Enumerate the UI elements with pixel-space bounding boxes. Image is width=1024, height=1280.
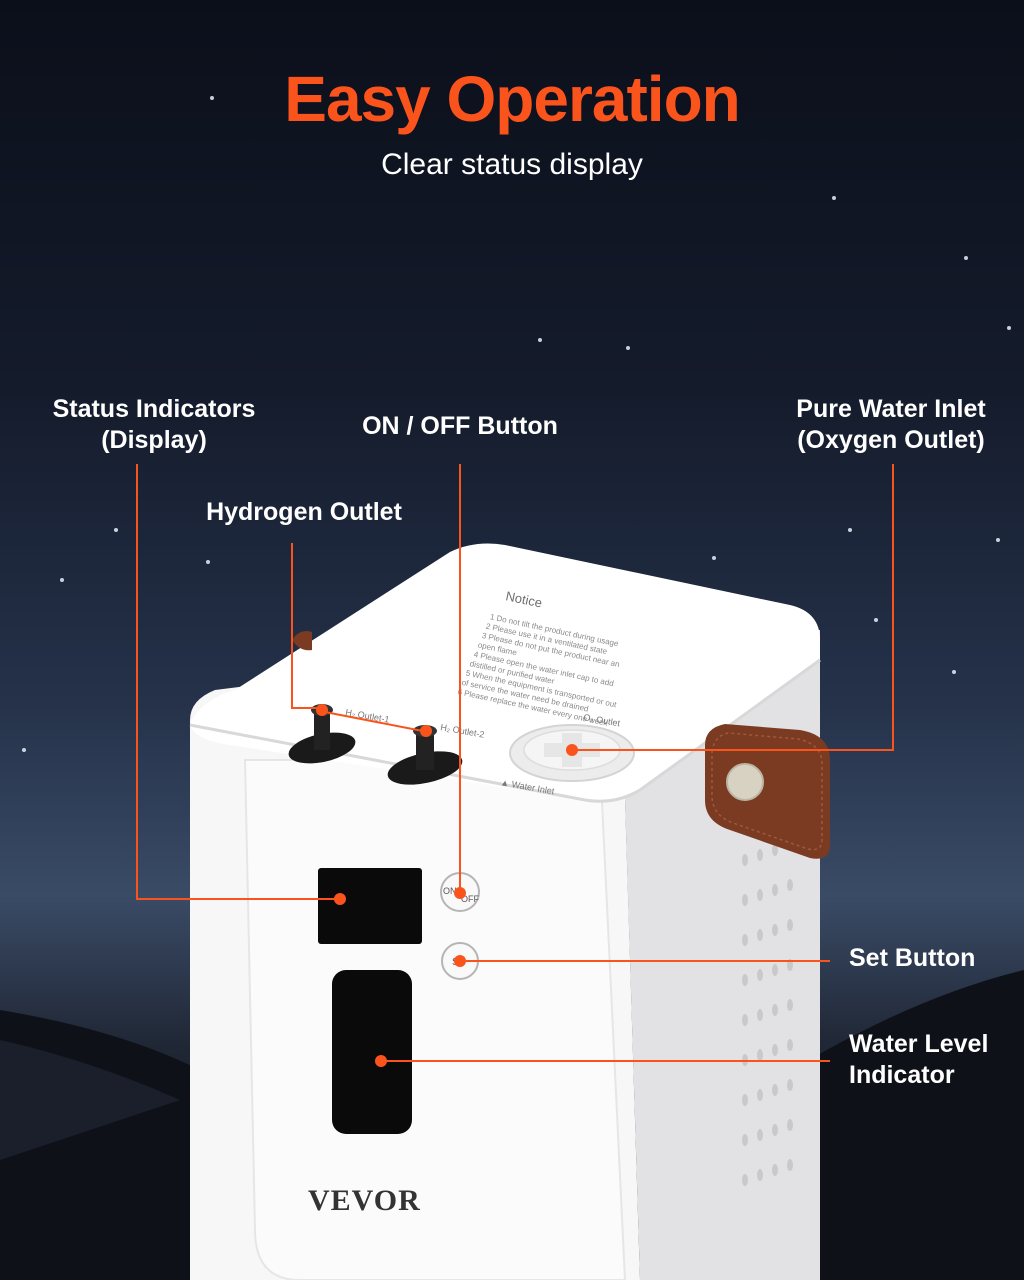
side-vent: [742, 839, 793, 1186]
on-off-line: [459, 464, 461, 894]
water-inlet-line: [572, 749, 894, 751]
side-knob: [292, 631, 312, 651]
star: [206, 560, 210, 564]
star: [952, 670, 956, 674]
star: [60, 578, 64, 582]
on-off-dot: [454, 887, 466, 899]
off-label: OFF: [461, 894, 479, 904]
water-level-dot: [375, 1055, 387, 1067]
hydrogen-outlet-label: Hydrogen Outlet: [206, 498, 402, 526]
notice-title: Notice: [504, 588, 543, 610]
star: [114, 528, 118, 532]
page-subtitle: Clear status display: [381, 148, 643, 181]
star: [832, 196, 836, 200]
water-level-label: Water Level Indicator: [849, 1030, 989, 1089]
star: [626, 346, 630, 350]
star: [1007, 326, 1011, 330]
status-indicator-line: [136, 898, 341, 900]
set-button-dot: [454, 955, 466, 967]
set-button-line: [460, 960, 830, 962]
star: [964, 256, 968, 260]
hydrogen-outlet-line: [291, 543, 293, 709]
water-level-line: [381, 1060, 830, 1062]
page-title: Easy Operation: [284, 63, 741, 135]
hydrogen-outlet-line: [291, 707, 321, 709]
star: [874, 618, 878, 622]
brand-logo: VEVOR: [308, 1184, 421, 1217]
set-button-label: Set Button: [849, 944, 976, 972]
star: [22, 748, 26, 752]
device-top-edge: [189, 658, 821, 803]
pure-water-inlet-label: Pure Water Inlet (Oxygen Outlet): [796, 395, 986, 454]
hydrogen-outlet-dot: [420, 725, 432, 737]
leather-strap-handle[interactable]: [705, 724, 830, 859]
status-indicator-dot: [334, 893, 346, 905]
star: [538, 338, 542, 342]
star: [210, 96, 214, 100]
status-indicators-label: Status Indicators (Display): [52, 395, 256, 454]
water-level-window: [332, 970, 412, 1134]
on-label: ON: [443, 886, 457, 896]
water-inlet-dot: [566, 744, 578, 756]
on-off-button-label: ON / OFF Button: [362, 412, 558, 440]
status-indicator-line: [136, 464, 138, 900]
device-front-inner: [243, 759, 627, 1280]
star: [996, 538, 1000, 542]
notice-text: Notice: [504, 588, 543, 610]
mountain-silhouette: [0, 1040, 180, 1160]
star: [712, 556, 716, 560]
status-display: [318, 868, 422, 944]
star: [848, 528, 852, 532]
water-inlet-line: [892, 464, 894, 751]
hydrogen-outlet-dot: [316, 704, 328, 716]
